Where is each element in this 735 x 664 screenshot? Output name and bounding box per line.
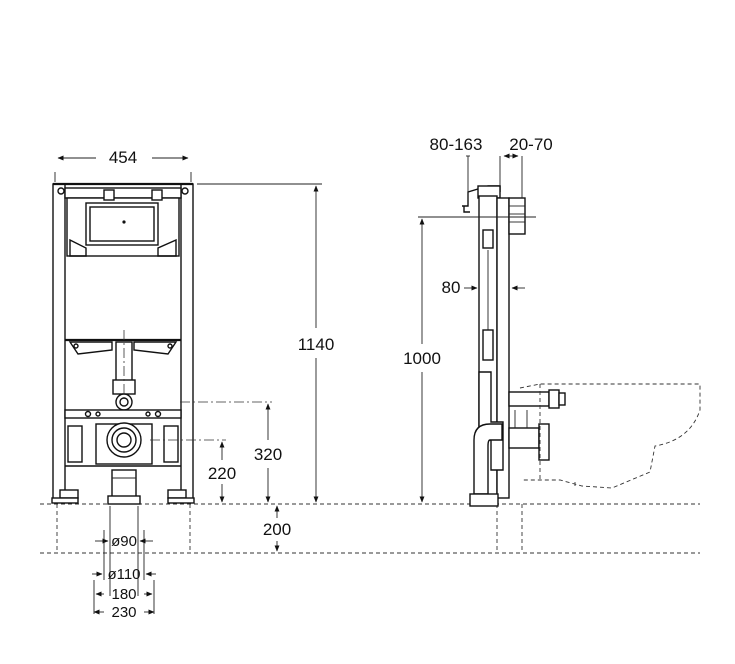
height-label: 1140 [298,335,335,354]
dimension-tank-height: 1000 [403,216,536,503]
pipe-90-label: ø90 [111,533,137,550]
frame-depth-label: 80 [442,278,461,297]
front-view [51,182,195,505]
dimension-pipe-center: 320 [180,401,282,503]
dimension-depth: 80-163 20-70 [430,135,553,200]
wall-gap-label: 20-70 [509,135,552,154]
tank-height-label: 1000 [403,349,441,368]
dimension-width: 454 [54,148,192,182]
dimension-height: 1140 [197,183,335,503]
dimension-outlet: 220 [150,439,236,503]
width-label: 454 [109,148,137,167]
floor-reference-lines [40,503,700,554]
dimension-frame-depth: 80 [442,278,525,297]
dimension-pipes: ø90 ø110 180 230 [92,506,156,621]
spacing-230-label: 230 [111,604,136,621]
pipe-110-label: ø110 [107,566,140,583]
side-view [462,185,701,507]
outlet-label: 220 [208,464,236,483]
dimension-floor-offset: 200 [263,505,291,552]
floor-offset-label: 200 [263,520,291,539]
spacing-180-label: 180 [111,586,136,603]
depth-adjust-label: 80-163 [430,135,483,154]
pipe-center-label: 320 [254,445,282,464]
